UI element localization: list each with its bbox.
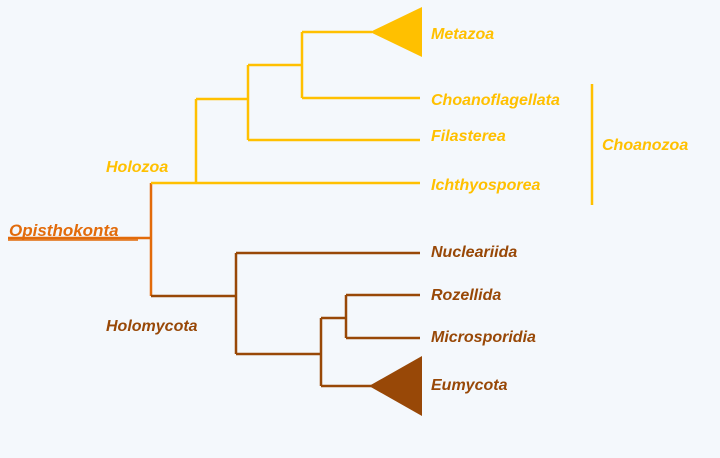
rozellida-label: Rozellida — [431, 287, 501, 304]
nucleariida-label: Nucleariida — [431, 244, 517, 261]
holomycota-subtree — [151, 251, 422, 416]
choanoflagellata-label: Choanoflagellata — [431, 92, 560, 109]
filasterea-label: Filasterea — [431, 128, 506, 145]
opisthokonta-branch — [8, 183, 153, 296]
eumycota-label: Eumycota — [431, 377, 508, 394]
microsporidia-label: Microsporidia — [431, 329, 536, 346]
holomycota-label: Holomycota — [106, 318, 198, 335]
eumycota-collapsed-clade — [369, 356, 422, 416]
metazoa-label: Metazoa — [431, 26, 494, 43]
opisthokonta-label: Opisthokonta — [9, 221, 119, 240]
ichthyosporea-label: Ichthyosporea — [431, 177, 540, 194]
metazoa-collapsed-clade — [370, 7, 422, 57]
holozoa-subtree — [151, 7, 594, 205]
choanozoa-label: Choanozoa — [602, 137, 688, 154]
holozoa-label: Holozoa — [106, 159, 168, 176]
